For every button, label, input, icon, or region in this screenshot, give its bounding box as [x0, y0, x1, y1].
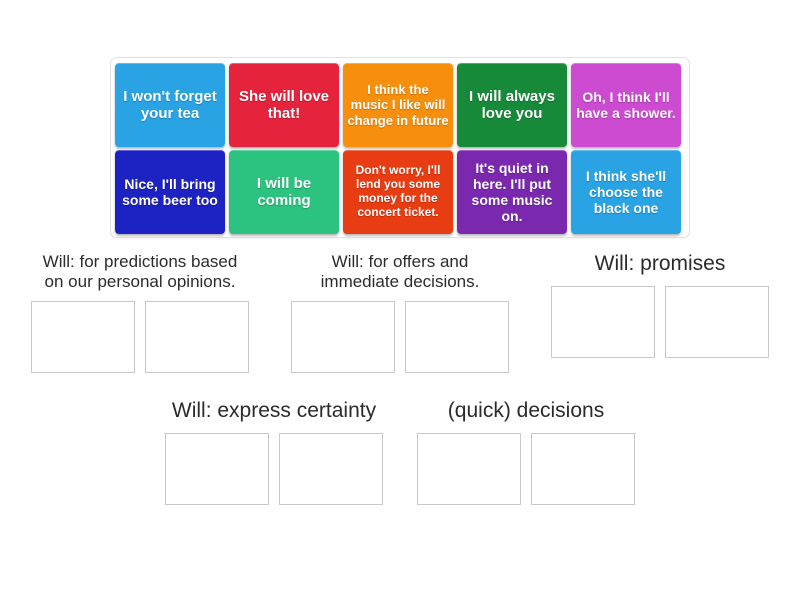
tile-label: I will always love you [469, 87, 555, 122]
category-label: (quick) decisions [447, 399, 605, 423]
tile-label: She will love that! [238, 87, 330, 122]
drop-slot[interactable] [665, 285, 769, 358]
tile-label: I think she'll choose the black one [585, 167, 667, 217]
drop-slot[interactable] [551, 285, 655, 358]
category-group: Will: promises [551, 252, 769, 358]
sortable-tile[interactable]: I will always love you [457, 63, 567, 147]
drop-slot[interactable] [417, 432, 521, 505]
category-label: Will: promises [594, 252, 726, 275]
drop-slot[interactable] [531, 432, 635, 505]
category-row-2: Will: express certainty (quick) decisions [0, 399, 800, 505]
tile-label: I think the music I like will change in … [347, 82, 449, 128]
sortable-tile[interactable]: It's quiet in here. I'll put some music … [457, 150, 567, 234]
tile-row-2: Nice, I'll bring some beer too I will be … [115, 150, 685, 234]
tile-row-1: I won't forget your tea She will love tha… [115, 63, 685, 147]
tile-label: I will be coming [256, 174, 312, 209]
drop-slot[interactable] [405, 301, 509, 374]
category-group: Will: express certainty [165, 399, 383, 505]
tile-label: Don't worry, I'll lend you some money fo… [355, 163, 441, 219]
tile-label: I won't forget your tea [123, 87, 217, 122]
category-label: Will: for offers and immediate decisions… [320, 252, 480, 292]
sortable-tile[interactable]: I will be coming [229, 150, 339, 234]
tile-label: It's quiet in here. I'll put some music … [471, 159, 553, 225]
tile-label: Oh, I think I'll have a shower. [576, 88, 676, 121]
tile-tray: I won't forget your tea She will love tha… [110, 57, 690, 238]
category-group: Will: for predictions based on our perso… [31, 252, 249, 374]
category-row-1: Will: for predictions based on our perso… [0, 252, 800, 374]
sortable-tile[interactable]: Oh, I think I'll have a shower. [571, 63, 681, 147]
drop-slot-group [417, 432, 635, 505]
category-label: Will: for predictions based on our perso… [42, 252, 238, 292]
drop-slot-group [551, 285, 769, 358]
drop-slot[interactable] [31, 301, 135, 374]
sortable-tile[interactable]: I think the music I like will change in … [343, 63, 453, 147]
category-label: Will: express certainty [171, 399, 377, 423]
drop-slot-group [291, 301, 509, 374]
sortable-tile[interactable]: Nice, I'll bring some beer too [115, 150, 225, 234]
drop-slot-group [165, 432, 383, 505]
sortable-tile[interactable]: Don't worry, I'll lend you some money fo… [343, 150, 453, 234]
category-group: Will: for offers and immediate decisions… [291, 252, 509, 374]
sortable-tile[interactable]: I won't forget your tea [115, 63, 225, 147]
sortable-tile[interactable]: I think she'll choose the black one [571, 150, 681, 234]
drop-slot[interactable] [291, 301, 395, 374]
drop-slot[interactable] [145, 301, 249, 374]
sortable-tile[interactable]: She will love that! [229, 63, 339, 147]
drop-slot[interactable] [279, 432, 383, 505]
drop-slot[interactable] [165, 432, 269, 505]
category-area: Will: for predictions based on our perso… [0, 252, 800, 505]
drop-slot-group [31, 301, 249, 374]
category-group: (quick) decisions [417, 399, 635, 505]
tile-label: Nice, I'll bring some beer too [122, 175, 218, 208]
